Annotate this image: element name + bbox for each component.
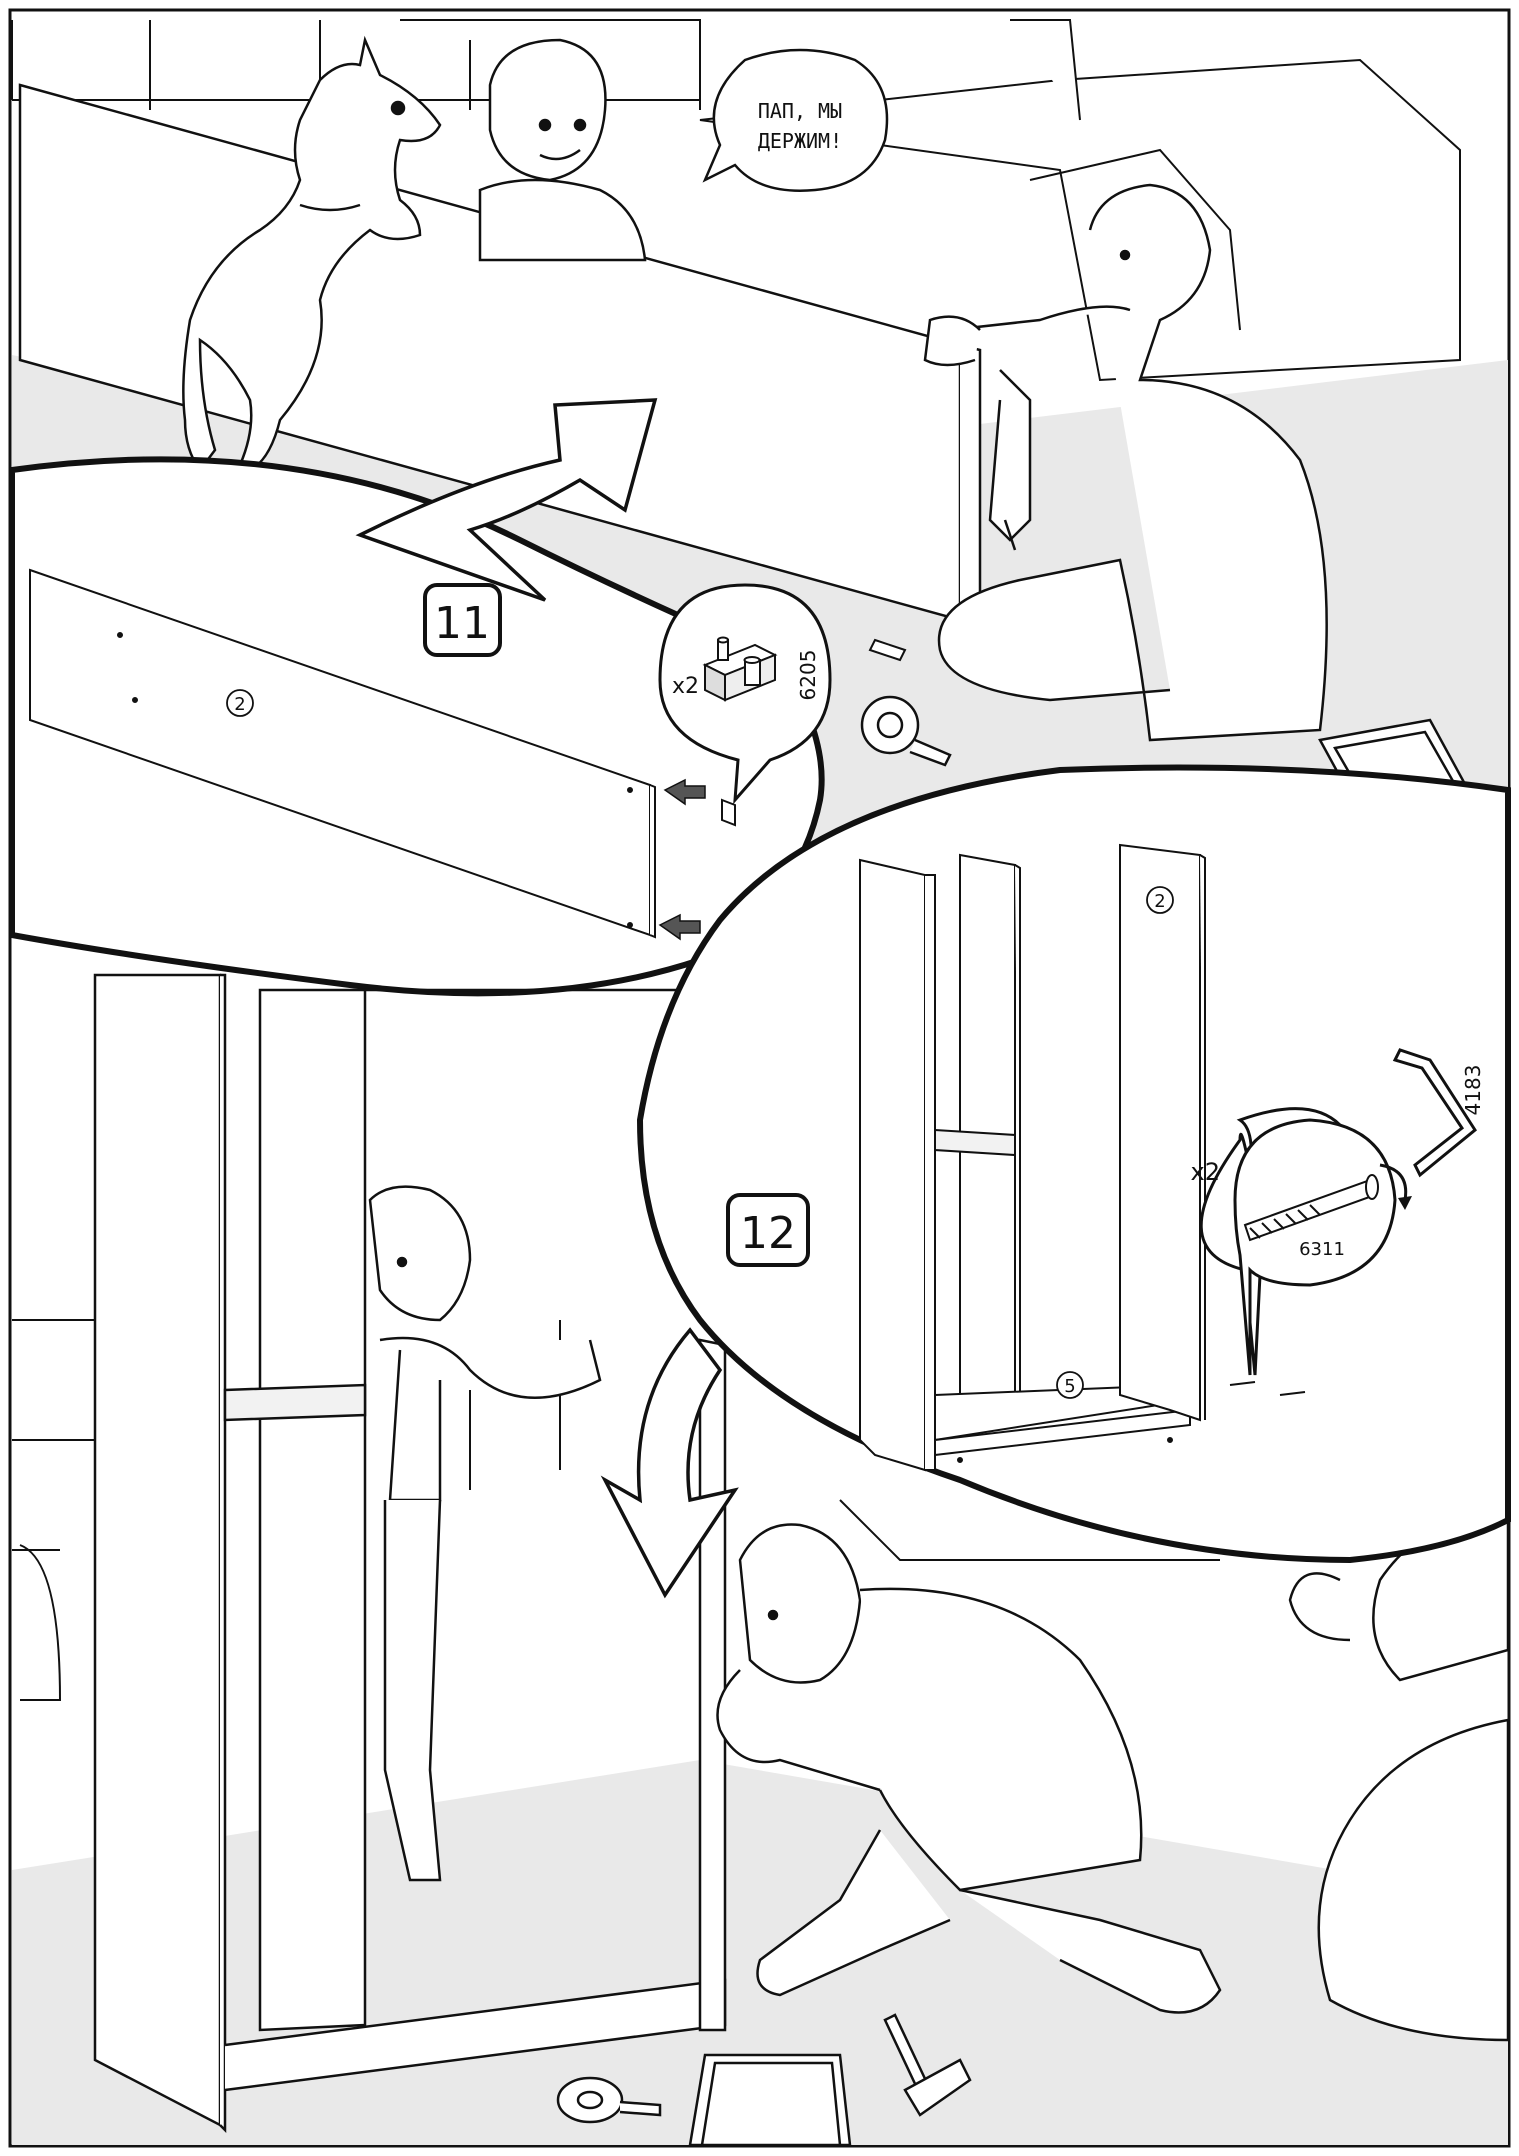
speech-line-1: ПАП, МЫ	[758, 99, 842, 123]
tablet-device-bottom	[690, 2055, 850, 2145]
step11-panel-number: 2	[234, 694, 245, 715]
step12-tool-code: 4183	[1461, 1065, 1485, 1116]
step11-part-code: 6205	[796, 650, 820, 701]
step11-number: 11	[434, 598, 490, 649]
step12-screw-qty: x2	[1191, 1158, 1220, 1186]
step12-number: 12	[740, 1208, 796, 1259]
step12-panel-number-top: 2	[1154, 891, 1165, 912]
step11-qty: x2	[672, 674, 699, 699]
step12-screw-code: 6311	[1299, 1239, 1345, 1260]
step12-panel-label-bottom: 5	[1057, 1372, 1083, 1398]
step12-panel-number-bottom: 5	[1064, 1376, 1075, 1397]
step11-number-box: 11	[425, 585, 500, 655]
step12-number-box: 12	[728, 1195, 808, 1265]
step12-panel-label-top: 2	[1147, 887, 1173, 913]
speech-line-2: ДЕРЖИМ!	[758, 129, 842, 153]
step11-panel-label: 2	[227, 690, 253, 716]
